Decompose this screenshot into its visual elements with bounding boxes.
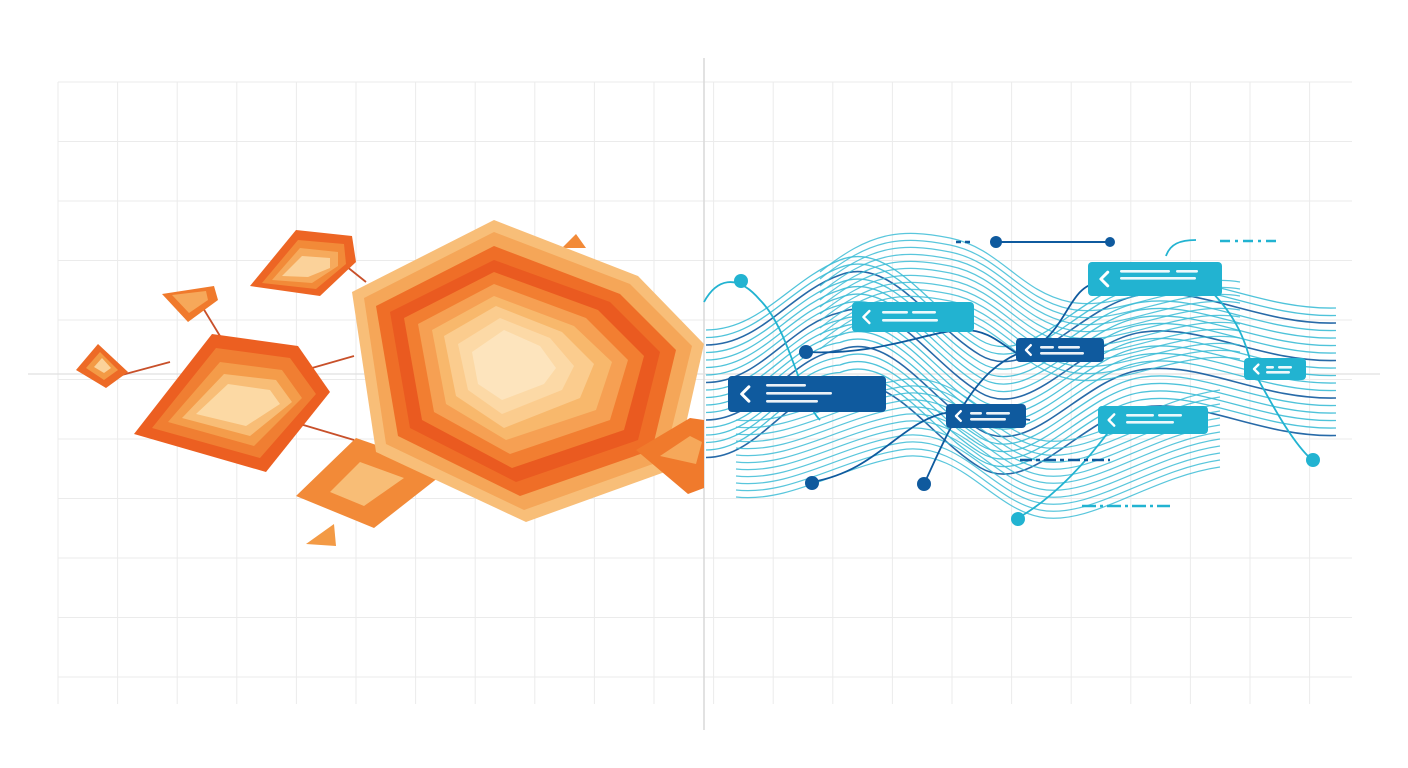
teal-curve (1165, 239, 1197, 257)
label-tag-text-bar (1266, 366, 1274, 369)
chevron-left-icon (1252, 363, 1260, 375)
label-tag-body (852, 302, 974, 332)
node-dot-icon (805, 476, 819, 490)
label-tag (728, 376, 886, 412)
label-tag-text-bar (882, 319, 938, 322)
label-tag-body (946, 404, 1026, 428)
hexagon-node-medium (134, 334, 330, 472)
flow-line (735, 448, 1221, 512)
label-tag-text-bar (1176, 270, 1198, 273)
label-tag-text-bar (882, 311, 908, 314)
label-tag-text-bar (912, 311, 936, 314)
triangle-accent (306, 524, 336, 546)
label-tag-text-bar (1266, 371, 1290, 374)
chevron-left-icon (740, 385, 751, 403)
label-tag-text-bar (766, 400, 818, 403)
label-tag-text-bar (970, 418, 1006, 421)
node-dots (734, 274, 1320, 526)
flow-line (705, 308, 1337, 400)
label-tag (852, 302, 974, 332)
node-dot-icon (990, 236, 1002, 248)
label-tag-text-bar (1158, 414, 1182, 417)
teal-curve (1253, 371, 1313, 461)
label-tag-text-bar (1278, 366, 1292, 369)
flow-line (735, 406, 1221, 470)
flow-line (819, 260, 1241, 333)
flow-line (705, 300, 1337, 393)
label-tag-text-bar (1126, 421, 1174, 424)
connector-line (202, 307, 221, 337)
hexagon-node-upper (250, 230, 356, 296)
flow-line (819, 239, 1241, 312)
label-tag-text-bar (970, 412, 982, 415)
flow-line (819, 274, 1241, 347)
flow-line (819, 253, 1241, 326)
teal-curve (1017, 429, 1111, 519)
chevron-left-icon (954, 410, 962, 422)
diamond-node-small (76, 344, 128, 388)
hexagon-large (352, 220, 704, 522)
flow-line (735, 441, 1221, 505)
label-tag (1244, 358, 1306, 380)
node-dot-icon (917, 477, 931, 491)
label-tag (1088, 262, 1222, 296)
label-tag (1098, 406, 1208, 434)
label-tags (728, 262, 1306, 434)
flow-line (819, 246, 1241, 319)
connector-line (117, 361, 171, 377)
triangle-accent (562, 234, 586, 248)
flow-line (819, 267, 1241, 340)
chevron-left-icon (862, 309, 871, 325)
node-dot-icon (1306, 453, 1320, 467)
label-tag-text-bar (1120, 277, 1196, 280)
node-dot-icon (1011, 512, 1025, 526)
flow-line (705, 293, 1337, 385)
flow-line (735, 420, 1221, 484)
label-tag-body (1016, 338, 1104, 362)
label-tag-text-bar (1040, 352, 1084, 355)
diamond-node-top (162, 286, 218, 322)
orange-cluster (76, 220, 704, 546)
hexagon-fold (636, 418, 704, 494)
chevron-left-icon (1107, 413, 1116, 427)
flow-line (705, 278, 1337, 370)
label-tag-text-bar (1126, 414, 1154, 417)
label-tag-text-bar (1120, 270, 1170, 273)
node-dot-icon (799, 345, 813, 359)
label-tag-text-bar (766, 384, 806, 387)
label-tag-text-bar (1040, 346, 1054, 349)
label-tag-text-bar (1058, 346, 1080, 349)
flow-line (735, 434, 1221, 498)
flow-line (705, 285, 1337, 378)
flow-line (705, 345, 1337, 438)
flow-line (705, 270, 1337, 363)
label-tag-text-bar (766, 392, 832, 395)
chevron-left-icon (1099, 270, 1110, 288)
flow-line (705, 353, 1337, 445)
label-tag-body (1098, 406, 1208, 434)
flow-line (819, 281, 1241, 354)
node-dot-icon (1105, 237, 1115, 247)
node-dot-icon (734, 274, 748, 288)
label-tag-text-bar (986, 412, 1010, 415)
flow-line (819, 295, 1241, 368)
flow-line (705, 315, 1337, 408)
connector-line (311, 355, 355, 369)
flow-line (735, 413, 1221, 477)
label-tag (1016, 338, 1104, 362)
label-tag-body (1244, 358, 1306, 380)
flow-lines (705, 232, 1337, 519)
connector-line (299, 423, 355, 441)
chevron-left-icon (1024, 344, 1033, 356)
top-connector-bar (956, 236, 1280, 508)
label-tag (946, 404, 1026, 428)
flow-line (819, 288, 1241, 361)
flow-line (735, 427, 1221, 491)
